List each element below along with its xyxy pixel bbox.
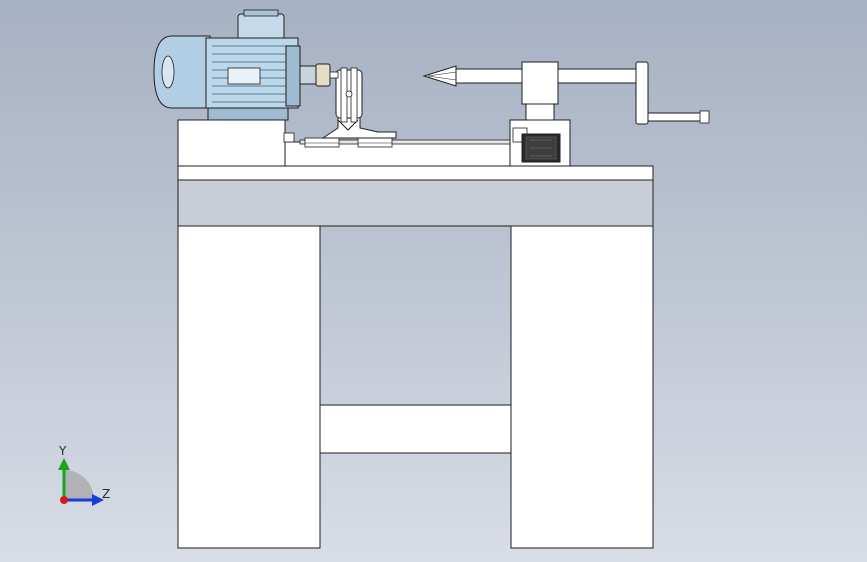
pulley[interactable] bbox=[335, 67, 363, 123]
motor-shaft-hub[interactable] bbox=[315, 63, 331, 87]
rail-end-stop[interactable] bbox=[283, 132, 295, 143]
leg-left[interactable] bbox=[177, 225, 321, 549]
motor-terminal-box[interactable] bbox=[237, 13, 285, 41]
motor-shaft[interactable] bbox=[329, 71, 339, 79]
rail-block-left[interactable] bbox=[304, 137, 340, 148]
crank-disc[interactable] bbox=[635, 61, 649, 125]
spindle-housing[interactable] bbox=[521, 61, 559, 105]
crank-handle[interactable] bbox=[647, 112, 709, 122]
crossbar[interactable] bbox=[319, 404, 512, 454]
motor-nameplate bbox=[227, 67, 261, 85]
motor-end-cap bbox=[153, 35, 211, 109]
motor-shaft-collar[interactable] bbox=[299, 65, 317, 85]
z-axis-arrow bbox=[92, 494, 104, 506]
table-apron[interactable] bbox=[177, 179, 654, 227]
orientation-triad[interactable]: Y Z bbox=[58, 444, 110, 506]
table-top[interactable] bbox=[177, 165, 654, 181]
rail-block-right[interactable] bbox=[357, 137, 393, 148]
triad-arc bbox=[64, 470, 94, 500]
x-axis-dot bbox=[60, 496, 68, 504]
motor-base-plate[interactable] bbox=[177, 119, 286, 167]
spindle-assembly[interactable] bbox=[422, 61, 710, 125]
base-plate-group[interactable] bbox=[177, 119, 515, 167]
electric-motor[interactable] bbox=[153, 9, 339, 121]
y-axis-arrow bbox=[58, 458, 70, 470]
y-axis-label: Y bbox=[58, 444, 67, 458]
gearbox-stand[interactable] bbox=[509, 119, 571, 167]
table-frame[interactable] bbox=[177, 165, 654, 549]
z-axis-label: Z bbox=[102, 487, 110, 501]
motor-flange[interactable] bbox=[285, 45, 301, 107]
spindle-support[interactable] bbox=[525, 103, 555, 121]
leg-right[interactable] bbox=[510, 225, 654, 549]
